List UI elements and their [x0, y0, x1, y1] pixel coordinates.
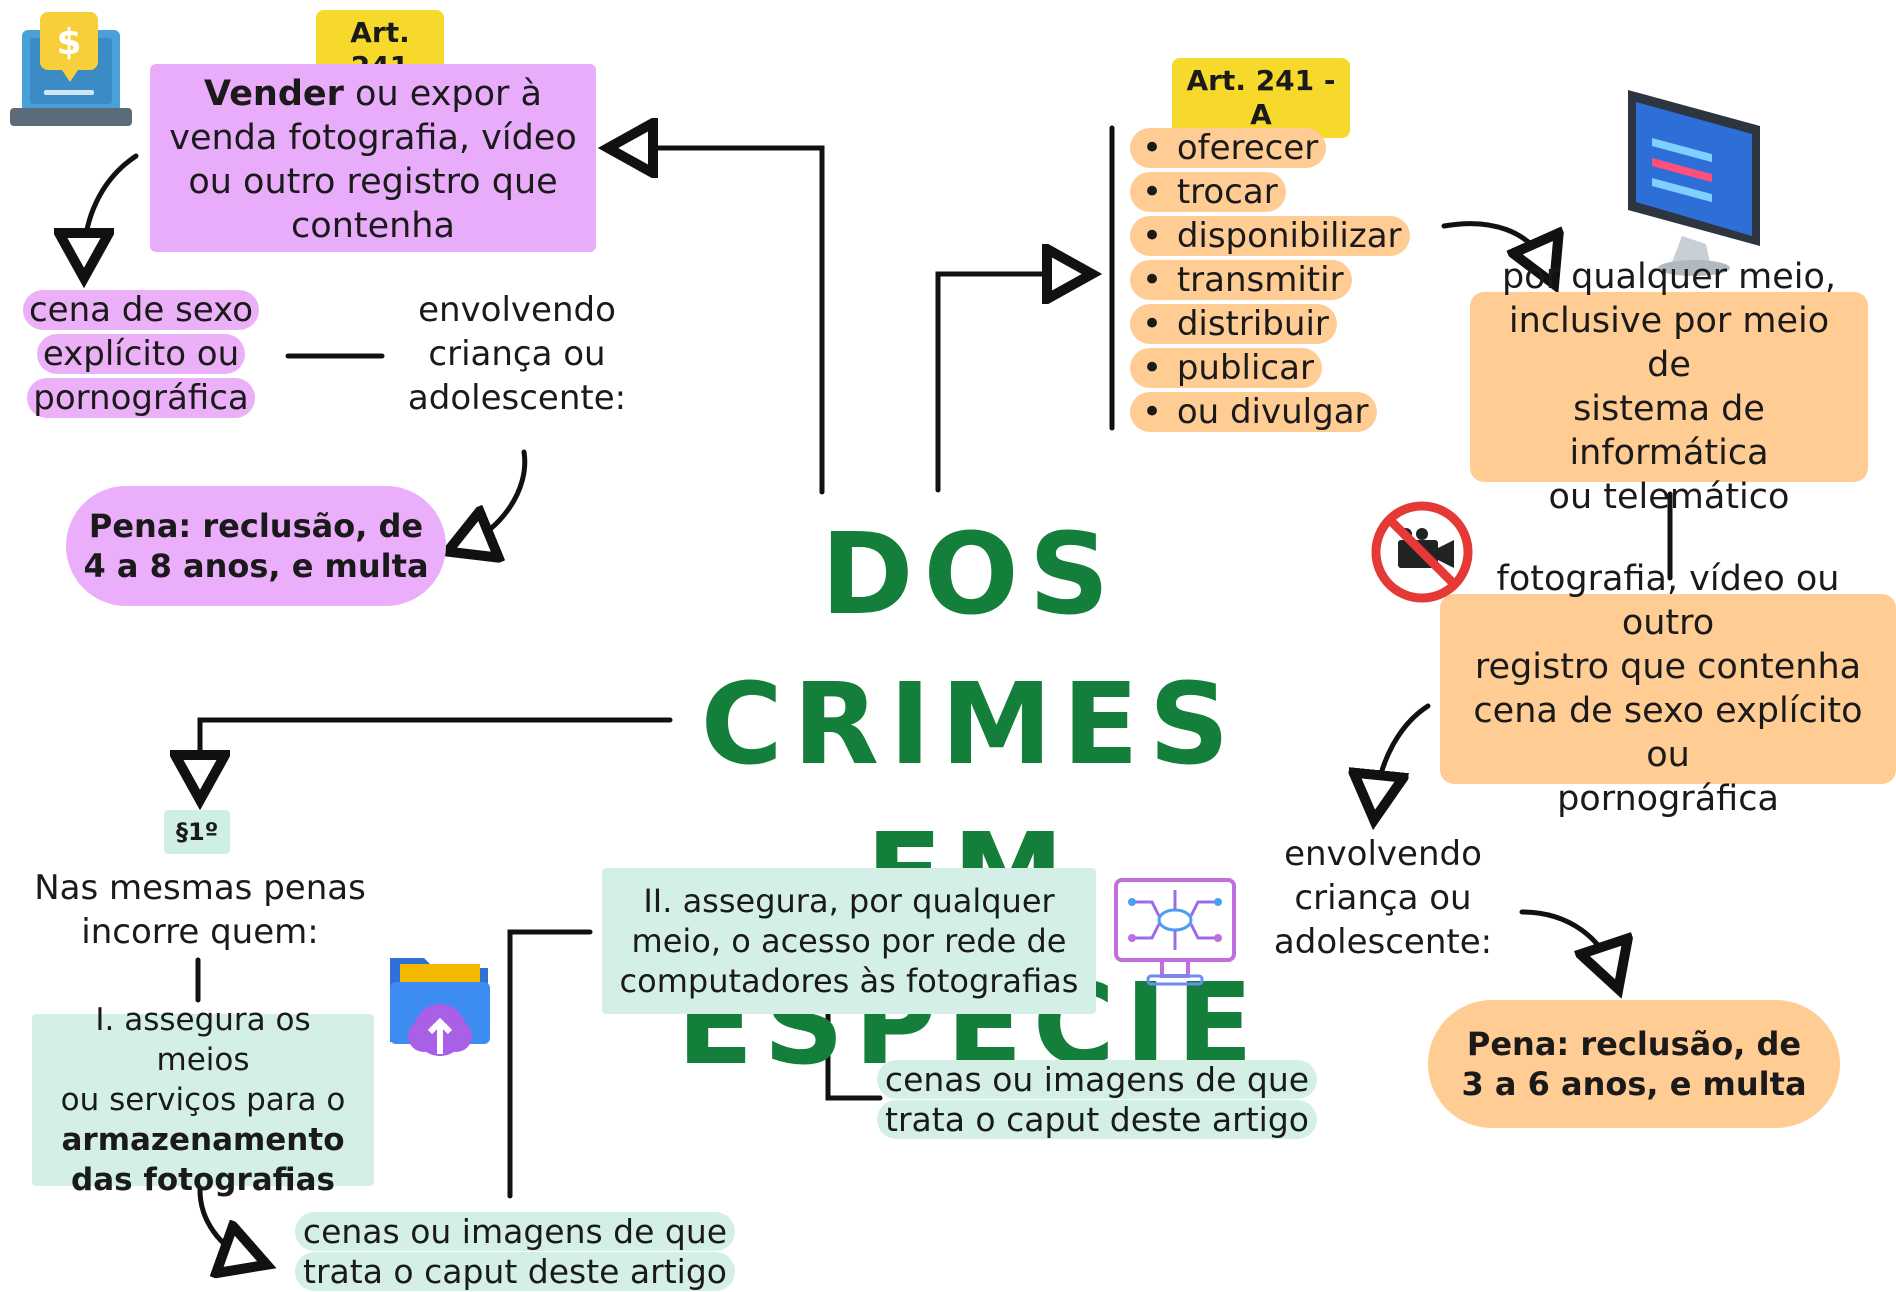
- item2-line-2: meio, o acesso por rede de: [631, 922, 1067, 960]
- art241-box-text: ou expor à venda fotografia, vídeo ou ou…: [169, 74, 577, 246]
- art241a-penalty: Pena: reclusão, de 3 a 6 anos, e multa: [1428, 1000, 1840, 1128]
- penalty-line-1: Pena: reclusão, de: [88, 507, 424, 545]
- svg-text:$: $: [56, 22, 81, 63]
- scene-line-3: pornográfica: [27, 378, 255, 418]
- verb-item: oferecer: [1176, 128, 1319, 168]
- art241-penalty: Pena: reclusão, de 4 a 8 anos, e multa: [66, 486, 446, 606]
- par1-intro: Nas mesmas penas incorre quem:: [30, 866, 370, 954]
- penalty-line-1: Pena: reclusão, de: [1466, 1025, 1802, 1063]
- means-line-1: por qualquer meio,: [1501, 257, 1837, 297]
- penalty-line-2: 4 a 8 anos, e multa: [83, 547, 429, 585]
- no-camera-icon: [1370, 500, 1474, 604]
- cloud-folder-upload-icon: [384, 938, 498, 1062]
- item1-line-1: I. assegura os meios: [95, 1002, 311, 1078]
- involving-line-1: envolvendo: [1284, 834, 1482, 874]
- art241a-content-box: fotografia, vídeo ou outro registro que …: [1440, 559, 1896, 819]
- item1-line-3: armazenamento: [61, 1122, 345, 1158]
- involving-line-3: adolescente:: [1273, 922, 1493, 962]
- art241-scene: cena de sexo explícito ou pornográfica: [16, 288, 266, 420]
- art241-box: Vender ou expor à venda fotografia, víde…: [150, 64, 596, 252]
- means-line-2: inclusive por meio de: [1508, 301, 1830, 385]
- par1-item2-box: II. assegura, por qualquer meio, o acess…: [602, 868, 1096, 1014]
- art241-involving: envolvendo criança ou adolescente:: [392, 288, 642, 420]
- art241a-verb-list: • oferecer • trocar • disponibilizar • t…: [1130, 126, 1410, 434]
- par1-tag: §1º: [164, 810, 231, 854]
- content-line-1: fotografia, vídeo ou outro: [1496, 559, 1840, 643]
- intro-line-1: Nas mesmas penas: [34, 868, 366, 908]
- scenes-line-1: cenas ou imagens de que: [294, 1212, 736, 1251]
- involving-line-2: criança ou: [428, 334, 606, 374]
- verb-item: trocar: [1176, 172, 1278, 212]
- content-line-2: registro que contenha: [1474, 647, 1862, 687]
- means-line-4: ou telemático: [1548, 477, 1790, 517]
- par1-item1-box: I. assegura os meios ou serviços para o …: [32, 1002, 374, 1198]
- art241-box-bold: Vender: [204, 74, 344, 114]
- scenes-line-2: trata o caput deste artigo: [877, 1100, 1317, 1139]
- content-line-3: cena de sexo explícito ou: [1473, 691, 1863, 775]
- item2-line-3: computadores às fotografias: [619, 962, 1079, 1000]
- par1-item1-scenes: cenas ou imagens de que trata o caput de…: [290, 1212, 740, 1292]
- network-monitor-icon: [1112, 876, 1238, 990]
- verb-item: transmitir: [1176, 260, 1344, 300]
- art241a-means-box: por qualquer meio, inclusive por meio de…: [1470, 257, 1868, 517]
- content-line-4: pornográfica: [1557, 779, 1779, 819]
- computer-monitor-icon: [1622, 86, 1766, 280]
- par1-item2-scenes: cenas ou imagens de que trata o caput de…: [874, 1060, 1320, 1140]
- scene-line-2: explícito ou: [36, 334, 246, 374]
- involving-line-2: criança ou: [1294, 878, 1472, 918]
- art241a-tag: Art. 241 - A: [1172, 58, 1350, 138]
- penalty-line-2: 3 a 6 anos, e multa: [1461, 1065, 1807, 1103]
- laptop-dollar-icon: $: [8, 8, 134, 132]
- item1-line-2: ou serviços para o: [60, 1082, 346, 1118]
- title-line-1: DOS CRIMES: [700, 510, 1240, 790]
- scenes-line-1: cenas ou imagens de que: [876, 1060, 1318, 1099]
- involving-line-3: adolescente:: [407, 378, 627, 418]
- item1-line-4: das fotografias: [71, 1162, 335, 1198]
- verb-item: disponibilizar: [1176, 216, 1402, 256]
- scene-line-1: cena de sexo: [22, 290, 260, 330]
- involving-line-1: envolvendo: [418, 290, 616, 330]
- item2-line-1: II. assegura, por qualquer: [643, 882, 1055, 920]
- verb-item: distribuir: [1176, 304, 1329, 344]
- art241a-involving: envolvendo criança ou adolescente:: [1258, 832, 1508, 964]
- scenes-line-2: trata o caput deste artigo: [295, 1252, 735, 1291]
- intro-line-2: incorre quem:: [81, 912, 319, 952]
- verb-item: ou divulgar: [1176, 392, 1369, 432]
- means-line-3: sistema de informática: [1569, 389, 1769, 473]
- verb-item: publicar: [1176, 348, 1314, 388]
